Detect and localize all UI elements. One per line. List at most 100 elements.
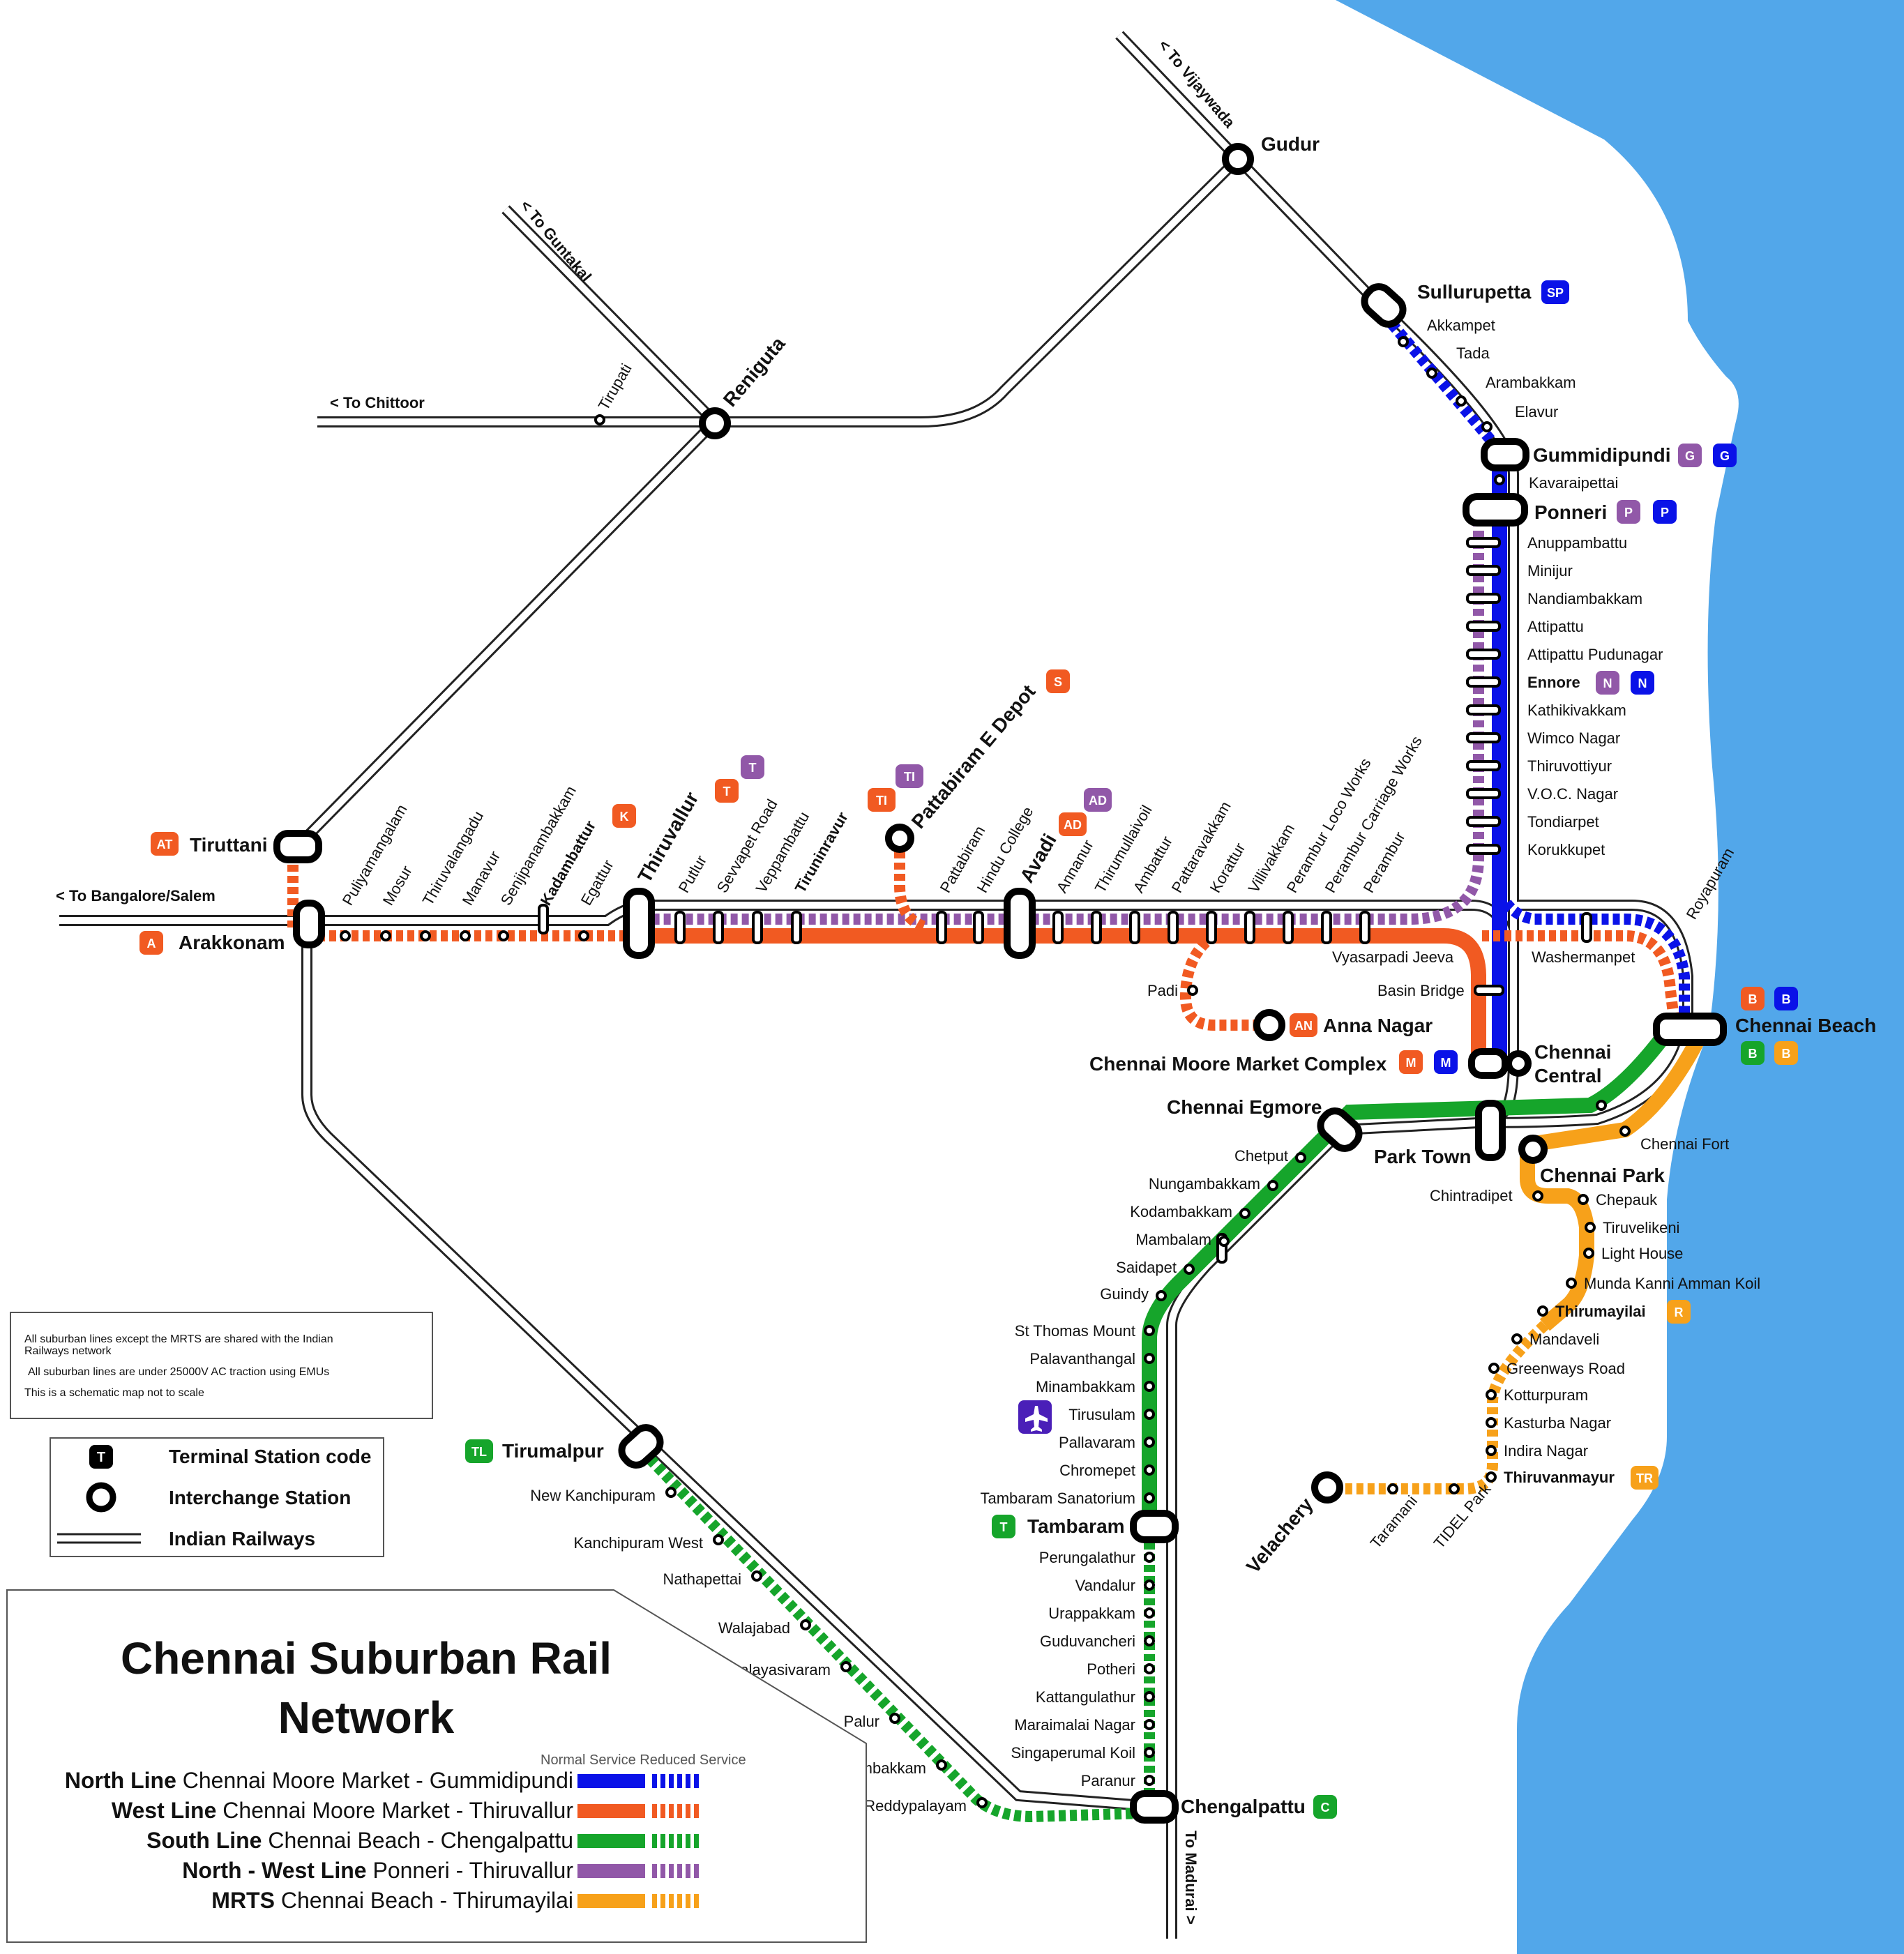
- velachery-terminal[interactable]: [1311, 1471, 1343, 1504]
- station-marker-korattur[interactable]: [1206, 911, 1217, 944]
- station-marker-perambur[interactable]: [1359, 911, 1370, 944]
- station-marker-vandalur[interactable]: [1144, 1580, 1155, 1591]
- station-marker-arambakkam[interactable]: [1456, 395, 1467, 407]
- station-marker-basin-bridge[interactable]: [1474, 985, 1504, 996]
- station-marker-saidapet[interactable]: [1184, 1264, 1195, 1275]
- tiruttani-terminal[interactable]: [273, 830, 322, 863]
- station-marker-kodambakkam[interactable]: [1239, 1208, 1251, 1219]
- station-marker-putlur[interactable]: [674, 911, 686, 944]
- station-marker-tondiarpet[interactable]: [1466, 816, 1501, 827]
- station-marker-palayasivaram[interactable]: [840, 1661, 852, 1672]
- station-marker-palur[interactable]: [889, 1713, 900, 1724]
- station-marker-thiruvanmayur[interactable]: [1486, 1471, 1497, 1483]
- sullurupetta-terminal[interactable]: [1359, 282, 1408, 330]
- anna-nagar-terminal[interactable]: [1253, 1009, 1285, 1041]
- station-marker-tada[interactable]: [1426, 368, 1437, 379]
- chennai-central-interchange[interactable]: [1505, 1050, 1532, 1077]
- station-marker-singaperumal-koil[interactable]: [1144, 1747, 1155, 1758]
- station-marker-tidel-park[interactable]: [1449, 1483, 1460, 1494]
- station-marker-annanur[interactable]: [1052, 911, 1064, 944]
- station-marker-chintradipet[interactable]: [1532, 1190, 1543, 1202]
- station-marker-pattaravakkam[interactable]: [1168, 911, 1179, 944]
- chengalpattu-interchange[interactable]: [1130, 1790, 1179, 1824]
- arakkonam-interchange[interactable]: [293, 900, 325, 948]
- station-marker-mambalam[interactable]: [1218, 1236, 1230, 1247]
- station-marker-munda-kanni-amman-koil[interactable]: [1566, 1278, 1577, 1289]
- station-marker-tiruvelikeni[interactable]: [1585, 1222, 1596, 1233]
- station-marker-attipattu-pudunagar[interactable]: [1466, 649, 1501, 660]
- station-marker-thirumayilai[interactable]: [1537, 1305, 1548, 1317]
- station-marker-guduvancheri[interactable]: [1144, 1635, 1155, 1646]
- station-marker-kadambattur[interactable]: [538, 904, 549, 934]
- station-marker-anuppambattu[interactable]: [1466, 537, 1501, 548]
- station-marker-washermanpet[interactable]: [1581, 912, 1592, 943]
- station-marker-thiruvottiyur[interactable]: [1466, 760, 1501, 771]
- station-marker-nathapettai[interactable]: [751, 1570, 762, 1582]
- station-marker-kattangulathur[interactable]: [1144, 1691, 1155, 1702]
- station-marker-korukkupet[interactable]: [1466, 844, 1501, 855]
- pattabiram-depot-terminal[interactable]: [885, 824, 914, 853]
- station-marker-chennai-fort[interactable]: [1596, 1100, 1607, 1111]
- station-marker-minijur[interactable]: [1466, 565, 1501, 576]
- station-marker-egattur[interactable]: [578, 930, 589, 941]
- station-marker-perambur-loco-works[interactable]: [1283, 911, 1294, 944]
- station-marker-nungambakkam[interactable]: [1267, 1180, 1278, 1191]
- station-marker-tambaram-sanatorium[interactable]: [1144, 1492, 1155, 1504]
- station-marker-ennore[interactable]: [1466, 676, 1501, 688]
- station-marker-thiruvalangadu[interactable]: [420, 930, 431, 941]
- station-marker-minambakkam[interactable]: [1144, 1381, 1155, 1392]
- station-marker-ambattur[interactable]: [1129, 911, 1140, 944]
- station-marker-maraimalai-nagar[interactable]: [1144, 1719, 1155, 1730]
- station-marker-kasturba-nagar[interactable]: [1486, 1417, 1497, 1428]
- station-marker-villivakkam[interactable]: [1244, 911, 1255, 944]
- station-marker-padi[interactable]: [1187, 985, 1198, 996]
- station-marker-akkampet[interactable]: [1398, 336, 1409, 347]
- station-marker-attipattu[interactable]: [1466, 621, 1501, 632]
- station-marker-pallavaram[interactable]: [1144, 1437, 1155, 1448]
- station-marker-reddypalayam[interactable]: [976, 1797, 988, 1808]
- station-marker-walajabad[interactable]: [800, 1619, 811, 1630]
- station-marker-sevvapet-road[interactable]: [713, 911, 724, 944]
- station-marker-tirupati[interactable]: [594, 414, 605, 425]
- station-marker-new-kanchipuram[interactable]: [665, 1487, 677, 1498]
- station-marker-perungalathur[interactable]: [1144, 1552, 1155, 1563]
- station-marker-manavur[interactable]: [460, 930, 471, 941]
- station-marker-potheri[interactable]: [1144, 1663, 1155, 1674]
- park-town-interchange[interactable]: [1475, 1100, 1506, 1161]
- station-marker-paranur[interactable]: [1144, 1775, 1155, 1786]
- station-marker-palavanthangal[interactable]: [1144, 1353, 1155, 1364]
- station-marker-hindu-college[interactable]: [973, 911, 984, 944]
- avadi-interchange[interactable]: [1004, 888, 1036, 959]
- station-marker-villiambakkam[interactable]: [936, 1759, 947, 1771]
- station-marker-elavur[interactable]: [1481, 421, 1493, 432]
- tambaram-interchange[interactable]: [1130, 1510, 1179, 1543]
- station-marker-urappakkam[interactable]: [1144, 1607, 1155, 1619]
- station-marker-chromepet[interactable]: [1144, 1464, 1155, 1476]
- moore-market-terminal[interactable]: [1468, 1048, 1509, 1079]
- station-marker-tirusulam[interactable]: [1144, 1409, 1155, 1420]
- station-marker-puliyamangalam[interactable]: [340, 930, 351, 941]
- chennai-egmore-interchange[interactable]: [1315, 1106, 1364, 1154]
- station-marker-mandaveli[interactable]: [1511, 1333, 1523, 1345]
- station-marker-v-o-c-nagar[interactable]: [1466, 788, 1501, 799]
- station-marker-taramani[interactable]: [1387, 1483, 1398, 1494]
- station-marker-kotturpuram[interactable]: [1486, 1389, 1497, 1400]
- chennai-beach-interchange[interactable]: [1653, 1013, 1727, 1046]
- station-marker-pattabiram[interactable]: [936, 911, 947, 944]
- gummidipundi-interchange[interactable]: [1481, 438, 1529, 471]
- station-marker-indira-nagar[interactable]: [1486, 1445, 1497, 1456]
- station-marker-wimco-nagar[interactable]: [1466, 732, 1501, 743]
- station-marker-senjipanambakkam[interactable]: [498, 930, 509, 941]
- station-marker-greenways-road[interactable]: [1488, 1363, 1499, 1374]
- station-marker-mosur[interactable]: [380, 930, 391, 941]
- station-marker-perambur-carriage-works[interactable]: [1321, 911, 1332, 944]
- ponneri-interchange[interactable]: [1463, 493, 1528, 527]
- renigunta-interchange[interactable]: [699, 407, 731, 439]
- station-marker-veppambattu[interactable]: [752, 911, 763, 944]
- station-marker-thirumullaivoil[interactable]: [1091, 911, 1102, 944]
- station-marker-st-thomas-mount[interactable]: [1144, 1325, 1155, 1336]
- station-marker-nandiambakkam[interactable]: [1466, 593, 1501, 604]
- station-marker-tiruninravur[interactable]: [791, 911, 802, 944]
- station-marker-chennai-fort-2[interactable]: [1619, 1126, 1631, 1137]
- chennai-park-interchange[interactable]: [1518, 1135, 1548, 1164]
